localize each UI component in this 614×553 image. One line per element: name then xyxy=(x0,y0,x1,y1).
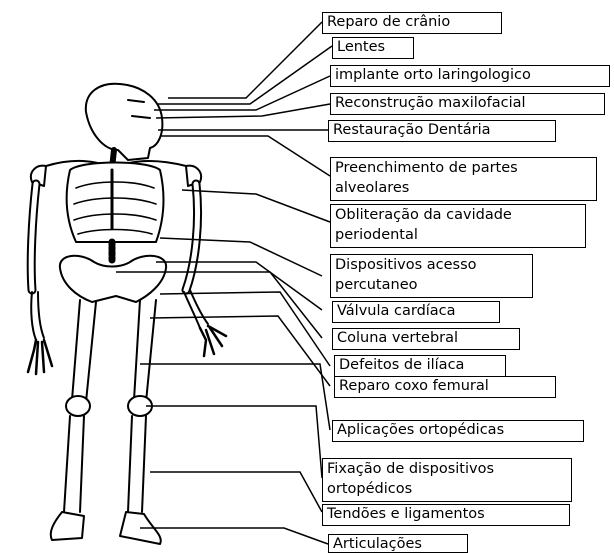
label-reparo-cranio: Reparo de crânio xyxy=(322,12,502,34)
skull xyxy=(86,84,163,160)
label-restauracao-dentaria: Restauração Dentária xyxy=(328,120,556,142)
label-dispositivos-percutaneo: Dispositivos acesso percutaneo xyxy=(330,254,533,298)
label-valvula-cardiaca: Válvula cardíaca xyxy=(332,301,500,323)
foot-left xyxy=(51,512,84,540)
label-lentes: Lentes xyxy=(332,37,414,59)
label-implante-laringologico: implante orto laringologico xyxy=(330,65,610,87)
label-reparo-coxo-femural: Reparo coxo femural xyxy=(334,376,556,398)
label-defeitos-iliaca: Defeitos de ilíaca xyxy=(334,355,506,377)
label-aplicacoes-ortopedicas: Aplicações ortopédicas xyxy=(332,420,584,442)
knee-left xyxy=(66,396,90,416)
hand-right xyxy=(200,326,226,356)
label-coluna-vertebral: Coluna vertebral xyxy=(332,328,520,350)
label-tendoes-ligamentos: Tendões e ligamentos xyxy=(322,504,570,526)
tibia-left xyxy=(64,416,84,512)
femur-left xyxy=(72,300,96,402)
label-articulacoes: Articulações xyxy=(328,534,468,553)
hand-left xyxy=(28,340,52,374)
label-preenchimento-alveolares: Preenchimento de partes alveolares xyxy=(330,157,597,201)
label-fixacao-dispositivos: Fixação de dispositivos ortopédicos xyxy=(322,458,572,502)
label-obliteracao-periodental: Obliteração da cavidade periodental xyxy=(330,204,586,248)
forearm-left xyxy=(31,292,44,340)
tibia-right xyxy=(128,416,146,512)
forearm-right xyxy=(184,290,208,328)
femur-right xyxy=(134,300,156,402)
label-reconstrucao-maxilofacial: Reconstrução maxilofacial xyxy=(330,93,605,115)
